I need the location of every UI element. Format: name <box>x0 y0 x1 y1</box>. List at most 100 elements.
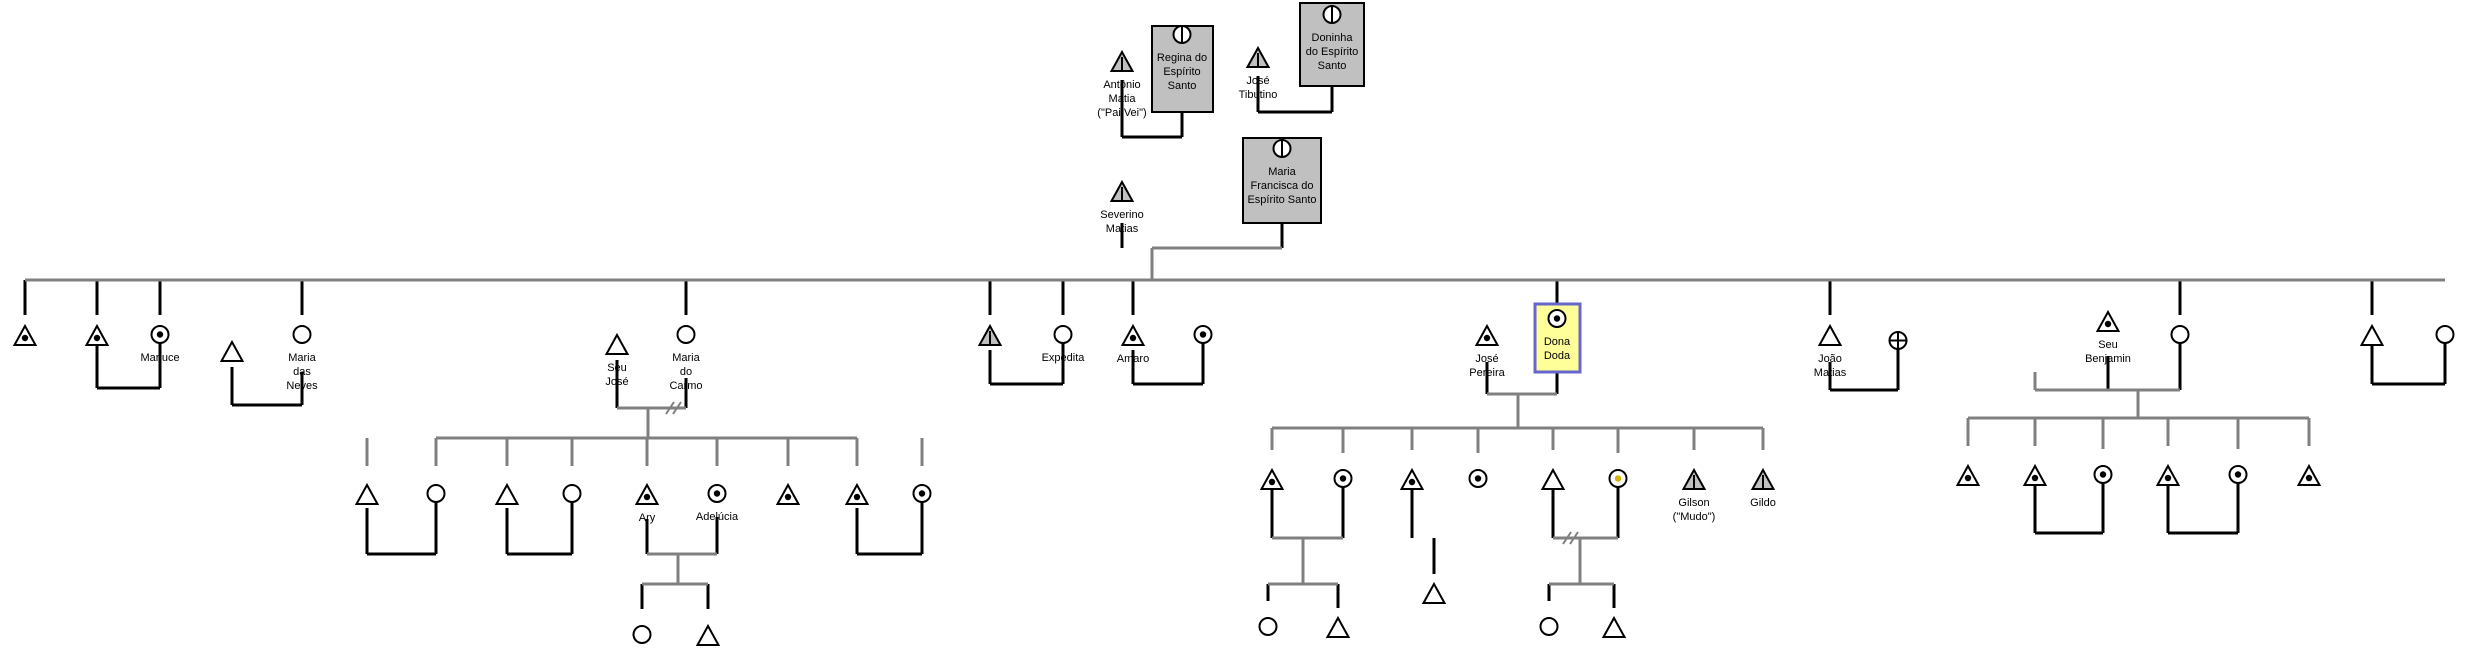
person-e4[interactable] <box>1539 617 1559 636</box>
person-label-line: José <box>605 376 628 388</box>
marker-dot-icon <box>2305 474 2313 482</box>
person-d2[interactable] <box>1333 469 1353 488</box>
person-label-line: Antônio <box>1103 79 1140 91</box>
male-symbol-icon <box>1817 323 1843 346</box>
person-adelucia[interactable]: Adelúcia <box>696 484 739 523</box>
male-symbol-icon <box>2359 323 2385 346</box>
person-label-line: ("Pai Vei") <box>1097 107 1146 119</box>
male-symbol-icon <box>1601 615 1627 638</box>
person-s8[interactable] <box>2359 323 2385 346</box>
person-label-line: Matia <box>1109 93 1137 105</box>
person-s6[interactable] <box>1888 331 1908 350</box>
person-e5[interactable] <box>1601 615 1627 638</box>
female-symbol-icon <box>1539 617 1559 636</box>
person-label-line: Gildo <box>1750 497 1776 509</box>
person-d5[interactable] <box>1540 467 1566 490</box>
person-s2[interactable] <box>84 323 110 346</box>
person-s9[interactable] <box>2435 325 2455 344</box>
person-e1[interactable] <box>1258 617 1278 636</box>
person-b1[interactable] <box>1955 463 1981 486</box>
person-g1[interactable] <box>632 625 652 644</box>
marker-dot-icon <box>93 334 101 342</box>
person-c5[interactable] <box>775 482 801 505</box>
male-symbol-icon <box>604 332 630 355</box>
person-s3[interactable] <box>219 339 245 362</box>
person-s7[interactable] <box>2170 325 2190 344</box>
person-marluce[interactable]: Marluce <box>140 325 180 364</box>
marker-dot-icon <box>713 490 721 497</box>
person-gildo[interactable]: Gildo <box>1750 467 1776 509</box>
person-c2[interactable] <box>426 484 446 503</box>
divorce-mark <box>1562 531 1579 545</box>
person-label-line: Matias <box>1106 223 1139 235</box>
female-symbol-icon <box>632 625 652 644</box>
person-e2[interactable] <box>1325 615 1351 638</box>
person-expedita[interactable]: Expedita <box>1042 325 1086 364</box>
person-s1[interactable] <box>12 323 38 346</box>
person-d3[interactable] <box>1399 467 1425 490</box>
person-b3[interactable] <box>2093 465 2113 484</box>
person-ary[interactable]: Ary <box>634 482 660 524</box>
person-g2[interactable] <box>695 623 721 646</box>
person-amaro[interactable]: Amaro <box>1117 323 1149 365</box>
person-d1[interactable] <box>1259 467 1285 490</box>
person-label-line: Espírito <box>1163 66 1200 78</box>
person-label-line: Amaro <box>1117 353 1149 365</box>
person-label-line: Maria <box>1268 166 1296 178</box>
person-label: Adelúcia <box>696 511 739 523</box>
deceased-box <box>1151 25 1214 113</box>
marker-dot-icon <box>156 331 164 338</box>
female-symbol-icon <box>292 325 312 344</box>
person-label-line: Dona <box>1544 336 1571 348</box>
marker-dot-icon <box>1964 474 1972 482</box>
male-symbol-icon <box>1540 467 1566 490</box>
person-d6[interactable] <box>1608 469 1628 488</box>
person-s5[interactable] <box>1193 325 1213 344</box>
person-label-line: João <box>1818 353 1842 365</box>
person-c6[interactable] <box>844 482 870 505</box>
person-s4[interactable] <box>977 323 1003 346</box>
person-label-line: Ary <box>639 512 656 524</box>
person-c3[interactable] <box>494 482 520 505</box>
person-label-line: Severino <box>1100 209 1143 221</box>
person-e3[interactable] <box>1421 581 1447 604</box>
person-d4[interactable] <box>1468 469 1488 488</box>
male-symbol-icon <box>219 339 245 362</box>
person-b6[interactable] <box>2296 463 2322 486</box>
person-label-line: Doda <box>1544 350 1571 362</box>
person-c1[interactable] <box>354 482 380 505</box>
marker-dot-icon <box>918 490 926 497</box>
person-c7[interactable] <box>912 484 932 503</box>
person-label-line: do <box>680 366 692 378</box>
person-c4[interactable] <box>562 484 582 503</box>
person-label-line: Marluce <box>140 352 179 364</box>
person-label-line: Matias <box>1814 367 1847 379</box>
marker-dot-icon <box>1408 478 1416 486</box>
person-gilson[interactable]: Gilson("Mudo") <box>1673 467 1716 523</box>
person-b4[interactable] <box>2155 463 2181 486</box>
person-b2[interactable] <box>2022 463 2048 486</box>
person-label: Ary <box>639 512 656 524</box>
male-symbol-icon <box>1325 615 1351 638</box>
person-b5[interactable] <box>2228 465 2248 484</box>
